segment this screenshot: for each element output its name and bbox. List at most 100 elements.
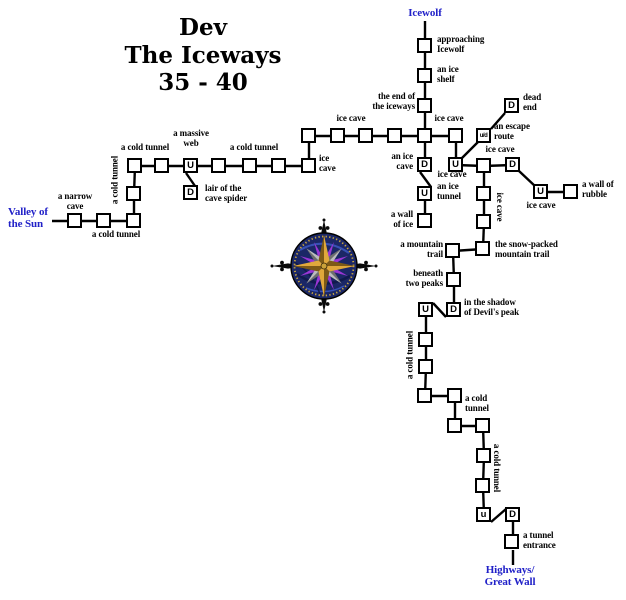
map-room-u: U	[533, 184, 548, 199]
map-label: ice cave	[526, 200, 556, 211]
map-label-line: rubble	[582, 188, 607, 199]
map-label-line: Valley of	[8, 206, 48, 218]
map-label: ice cave	[336, 113, 366, 124]
map-label-line: the Sun	[8, 217, 44, 230]
map-label-line: of ice	[393, 218, 413, 229]
map-link	[185, 172, 196, 187]
map-label-line: cave	[319, 162, 336, 173]
map-room	[475, 478, 490, 493]
map-link	[461, 141, 479, 159]
map-room-d: D	[183, 185, 198, 200]
map-label-line: of Devil's peak	[464, 306, 520, 317]
map-label-line: ice	[319, 153, 330, 163]
map-room-d: D	[505, 157, 520, 172]
map-room-u: U	[183, 158, 198, 173]
map-label-line: in the shadow	[464, 297, 516, 307]
map-label-line: beneath	[413, 268, 443, 278]
map-room	[476, 448, 491, 463]
map-room	[447, 418, 462, 433]
map-room	[417, 388, 432, 403]
map-label: a cold tunnel	[109, 156, 120, 204]
map-label-line: tunnel	[437, 190, 461, 201]
map-room	[417, 213, 432, 228]
map-label-line: lair of the	[205, 183, 242, 193]
map-label-line: a cold tunnel	[120, 142, 170, 152]
map-label-line: Icewolf	[408, 7, 442, 19]
map-room	[418, 359, 433, 374]
map-label-line: dead	[523, 92, 542, 102]
map-label-line: a cold tunnel	[404, 330, 415, 380]
map-label-line: trail	[427, 248, 443, 259]
map-label-line: an escape	[494, 121, 530, 131]
map-label-line: ice cave	[434, 113, 464, 123]
map-label-line: ice cave	[494, 192, 505, 222]
map-label-line: route	[494, 130, 514, 141]
map-room	[447, 388, 462, 403]
map-room	[242, 158, 257, 173]
map-label-line: end	[523, 101, 537, 112]
map-title-line3: 35 - 40	[158, 69, 248, 96]
map-label-line: shelf	[437, 73, 455, 84]
map-label-line: ice cave	[526, 200, 556, 210]
map-label: a cold tunnel	[91, 229, 141, 240]
map-room-d: D	[504, 98, 519, 113]
map-label-line: the snow-packed	[495, 239, 558, 249]
map-label-line: an ice	[437, 181, 459, 191]
map-room	[476, 158, 491, 173]
map-room	[448, 128, 463, 143]
map-room-d: D	[505, 507, 520, 522]
map-room	[504, 534, 519, 549]
map-room	[67, 213, 82, 228]
map-label-line: ice cave	[485, 144, 515, 154]
map-label-line: a cold	[465, 393, 488, 403]
map-label-line: a cold tunnel	[91, 229, 141, 239]
map-room	[475, 418, 490, 433]
map-room	[475, 241, 490, 256]
map-room-u: u	[476, 507, 491, 522]
map-room	[446, 272, 461, 287]
map-label: a cold tunnel	[491, 444, 502, 492]
map-label-line: web	[183, 137, 199, 148]
map-label-line: a wall of	[582, 179, 614, 189]
map-label-line: a mountain	[400, 239, 443, 249]
map-title-line2: The Iceways	[124, 41, 282, 69]
map-room	[387, 128, 402, 143]
map-label-line: a cold tunnel	[229, 142, 279, 152]
map-room-u: U	[417, 186, 432, 201]
map-room	[418, 332, 433, 347]
map-room	[154, 158, 169, 173]
map-room-d: D	[417, 157, 432, 172]
map-label-line: a narrow	[57, 191, 93, 201]
map-label: ice cave	[438, 169, 467, 180]
map-room	[301, 128, 316, 143]
map-label: a cold tunnel	[404, 330, 415, 380]
map-label-line: tunnel	[465, 402, 489, 413]
map-label-line: an ice	[391, 151, 413, 161]
map-room	[126, 186, 141, 201]
map-label-line: a wall	[390, 209, 413, 219]
map-room	[476, 214, 491, 229]
map-label-line: the iceways	[372, 100, 415, 111]
map-room-u-d: u/d	[476, 128, 491, 143]
map-room-u: U	[448, 157, 463, 172]
map-label-line: ice cave	[336, 113, 366, 123]
map-label: a cold tunnel	[120, 142, 170, 153]
map-label-line: an ice	[437, 64, 459, 74]
